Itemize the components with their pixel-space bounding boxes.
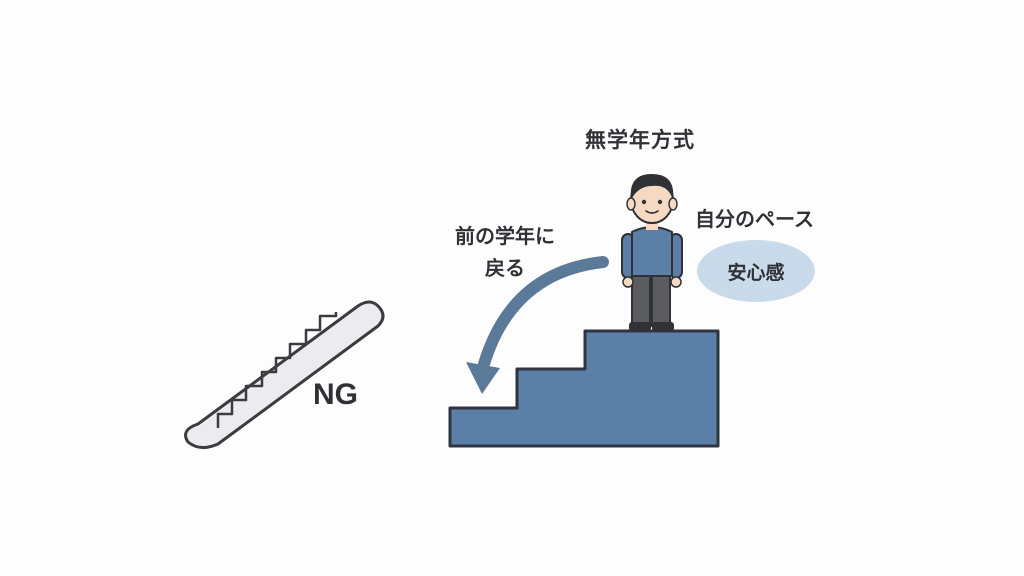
curved-arrow-icon <box>466 256 609 394</box>
own-pace-label: 自分のペース <box>695 207 814 231</box>
diagram-title: 無学年方式 <box>585 128 695 152</box>
go-back-line-1: 前の学年に <box>455 224 555 248</box>
escalator-icon <box>184 300 385 449</box>
relief-label: 安心感 <box>727 261 785 284</box>
student-figure-icon <box>621 174 683 331</box>
go-back-label: 前の学年に 戻る <box>440 220 570 284</box>
staircase-icon <box>448 329 720 448</box>
go-back-line-2: 戻る <box>485 256 525 280</box>
relief-bubble: 安心感 <box>697 240 815 302</box>
ng-label: NG <box>313 378 358 411</box>
